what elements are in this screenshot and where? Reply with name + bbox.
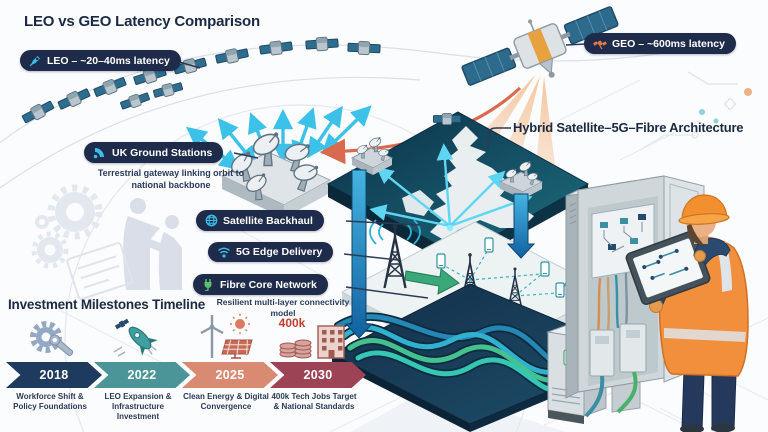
milestone-2022: 2022 LEO Expansion & Infrastructure Inve… xyxy=(94,310,190,430)
layer-label-fibre-core: Fibre Core Network xyxy=(193,274,328,295)
uk-map xyxy=(430,126,534,240)
ground-badge-label: UK Ground Stations xyxy=(112,146,213,159)
geo-latency-badge: GEO – ~600ms latency xyxy=(584,33,736,54)
layer-label-satellite-backhaul: Satellite Backhaul xyxy=(196,210,324,231)
geo-badge-label: GEO – ~600ms latency xyxy=(612,37,725,50)
green-flow-arrow xyxy=(404,268,460,295)
milestone-description: Workforce Shift & Policy Foundations xyxy=(13,392,87,411)
hybrid-architecture-title: Hybrid Satellite–5G–Fibre Architecture xyxy=(513,120,744,135)
milestone-year-arrow: 2022 xyxy=(94,362,190,388)
milestone-year-arrow: 2025 xyxy=(182,362,278,388)
uk-ground-stations-badge: UK Ground Stations xyxy=(84,142,224,163)
layer-label-5g-edge: 5G Edge Delivery xyxy=(208,242,334,262)
satellite-icon xyxy=(593,40,607,50)
plug-icon xyxy=(204,279,212,291)
geo-satellite xyxy=(461,6,619,86)
globe-icon xyxy=(205,214,218,227)
fibre-cables xyxy=(333,312,565,395)
ground-station-platform xyxy=(220,129,332,218)
leo-geo-title: LEO vs GEO Latency Comparison xyxy=(24,13,260,30)
gears-silhouette xyxy=(31,184,103,269)
milestone-2025: 2025 Clean Energy & Digital Convergence xyxy=(182,310,278,430)
handshake-silhouette xyxy=(123,198,182,290)
cabinet-schematic xyxy=(600,214,646,253)
milestone-year-arrow: 2030 xyxy=(270,362,366,388)
milestone-year-arrow: 2018 xyxy=(6,362,102,388)
tower-signal-waves xyxy=(369,219,421,245)
layer-label: 5G Edge Delivery xyxy=(236,246,323,258)
rocket-icon xyxy=(29,56,40,67)
rocket-satellite-icon xyxy=(113,318,158,357)
ireland-map xyxy=(402,190,434,216)
leo-latency-badge: LEO – ~20–40ms latency xyxy=(20,50,181,71)
gear-wrench-icon xyxy=(30,321,74,357)
mini-ground-station-left xyxy=(350,135,394,175)
layer-label: Satellite Backhaul xyxy=(223,214,313,227)
milestone-2018: 2018 Workforce Shift & Policy Foundation… xyxy=(6,310,102,430)
leo-badge-label: LEO – ~20–40ms latency xyxy=(47,54,170,67)
milestone-description: LEO Expansion & Infrastructure Investmen… xyxy=(104,392,172,421)
mesh-links xyxy=(442,249,559,313)
dish-icon xyxy=(93,148,104,159)
wind-solar-icon xyxy=(200,314,253,359)
layer-label: Fibre Core Network xyxy=(220,278,317,291)
cabinet-cables xyxy=(596,272,629,333)
milestone-description: 400k Tech Jobs Target & National Standar… xyxy=(271,392,357,411)
document-silhouette xyxy=(66,242,134,300)
timeline-title: Investment Milestones Timeline xyxy=(8,297,206,312)
tablet xyxy=(625,230,711,306)
wifi-icon xyxy=(218,247,230,258)
architecture-subtitle: Resilient multi-layer connectivity model xyxy=(216,297,350,318)
investment-timeline: 400k 2018 Workforce Shift & Policy Found… xyxy=(6,310,368,430)
engineer xyxy=(625,194,749,432)
ground-stations-subtitle: Terrestrial gateway linking orbit to nat… xyxy=(97,168,245,190)
milestone-description: Clean Energy & Digital Convergence xyxy=(183,392,269,411)
coins-building-icon xyxy=(279,325,345,359)
jobs-callout: 400k xyxy=(278,316,306,330)
milestone-2030: 2030 400k Tech Jobs Target & National St… xyxy=(270,310,366,430)
